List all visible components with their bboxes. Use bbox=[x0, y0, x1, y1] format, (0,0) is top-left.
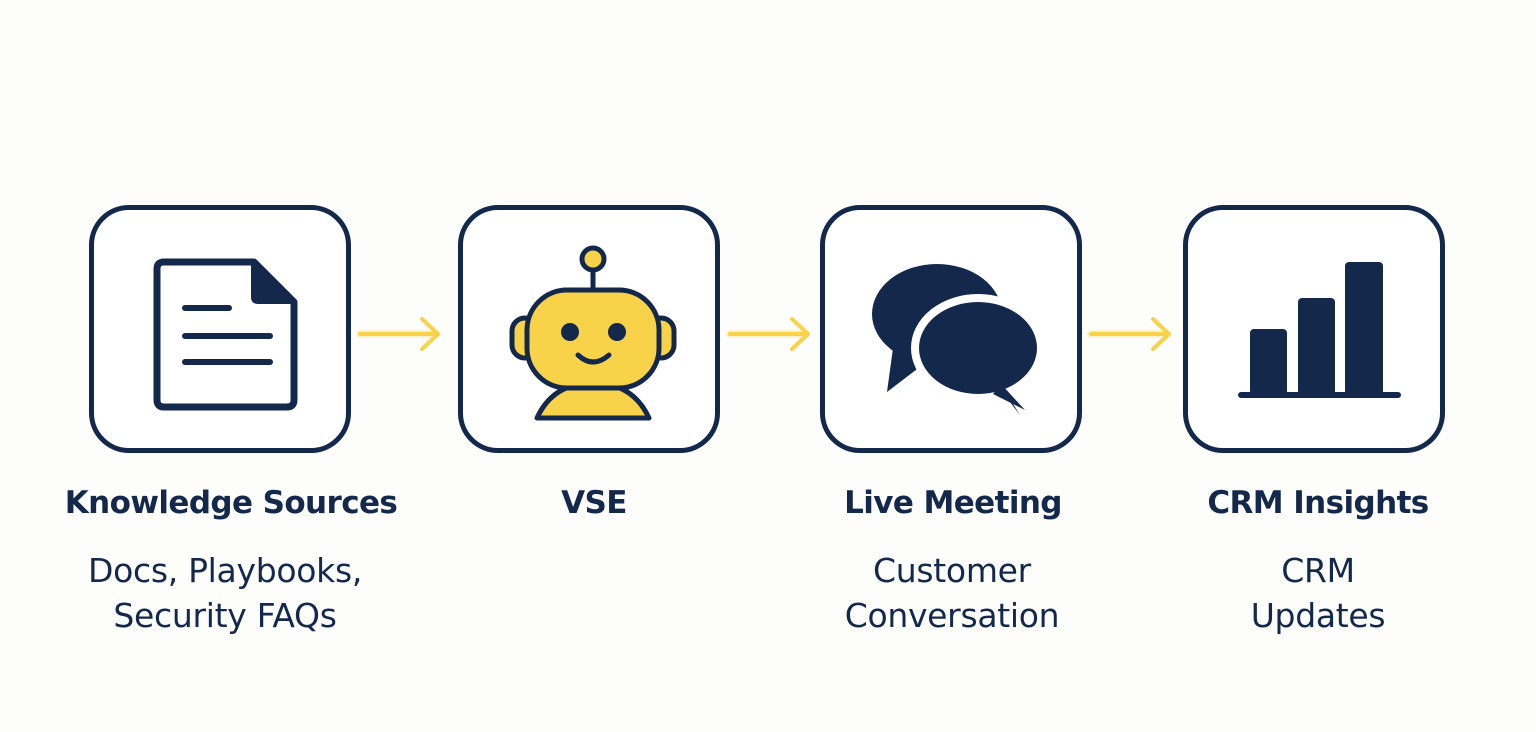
subtitle-line: Customer bbox=[873, 551, 1031, 590]
step-subtitle-live-meeting: Customer Conversation bbox=[782, 548, 1122, 638]
subtitle-line: Conversation bbox=[844, 596, 1060, 635]
subtitle-line: Docs, Playbooks, bbox=[87, 551, 363, 590]
step-title-knowledge-sources: Knowledge Sources bbox=[64, 485, 398, 521]
bar-chart-icon bbox=[1238, 262, 1401, 398]
document-icon bbox=[153, 258, 298, 411]
chat-bubbles-icon bbox=[872, 264, 1045, 415]
step-subtitle-knowledge-sources: Docs, Playbooks, Security FAQs bbox=[55, 548, 395, 638]
arrow-right-icon bbox=[1087, 317, 1171, 351]
step-subtitle-crm-insights: CRM Updates bbox=[1148, 548, 1488, 638]
subtitle-line: CRM bbox=[1281, 551, 1355, 590]
step-title-crm-insights: CRM Insights bbox=[1207, 485, 1429, 521]
subtitle-line: Security FAQs bbox=[113, 596, 337, 635]
vse-card bbox=[458, 205, 720, 453]
subtitle-line: Updates bbox=[1250, 596, 1386, 635]
live-meeting-card bbox=[820, 205, 1082, 453]
arrow-right-icon bbox=[726, 317, 810, 351]
knowledge-sources-card bbox=[89, 205, 351, 453]
step-title-live-meeting: Live Meeting bbox=[844, 485, 1062, 521]
robot-icon bbox=[509, 245, 677, 421]
arrow-right-icon bbox=[356, 317, 440, 351]
step-title-vse: VSE bbox=[561, 485, 627, 521]
crm-insights-card bbox=[1183, 205, 1445, 453]
